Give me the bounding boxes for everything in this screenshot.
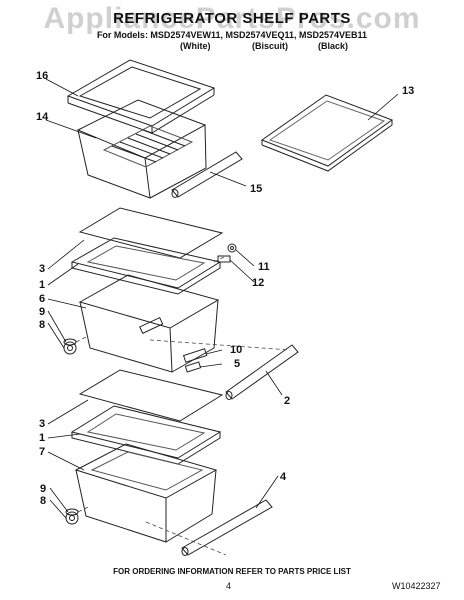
callout-6: 6 [39,293,45,305]
leader-lines [45,78,399,519]
callout-5: 5 [234,358,240,370]
page-number: 4 [226,581,232,591]
crisper-drawer-14 [76,99,207,199]
slide-10 [182,348,208,363]
callout-15: 15 [250,183,262,195]
callout-7: 7 [39,446,45,458]
bushing-8-lower [65,511,79,525]
page-title: REFRIGERATOR SHELF PARTS [113,10,351,27]
watermark: AppliancePartsPros.com [43,2,421,35]
shelf-frame-16 [66,59,216,134]
callout-11: 11 [258,261,270,273]
document-number: W10422327 [392,581,441,591]
callout-3-upper: 3 [39,263,45,275]
color-black: (Black) [318,41,349,51]
rail-4 [181,499,273,556]
cover-frame-1-lower [70,405,222,465]
callout-2: 2 [284,395,290,407]
model-list: For Models: MSD2574VEW11, MSD2574VEQ11, … [96,30,368,40]
callout-1-lower: 1 [39,432,45,444]
callout-12: 12 [252,277,264,289]
callout-13: 13 [402,85,414,97]
cover-frame-1-upper [70,237,222,295]
callout-14: 14 [36,111,49,123]
callout-9-upper: 9 [39,306,45,318]
callout-9-lower: 9 [40,483,46,495]
washer-12 [217,255,231,263]
drawer-6 [78,274,220,373]
callout-4: 4 [280,471,287,483]
callout-8-lower: 8 [40,495,46,507]
glass-shelf-13 [260,94,394,172]
color-white: (White) [180,41,211,51]
callout-3-lower: 3 [39,418,45,430]
assembly-lines [75,255,291,556]
color-biscuit: (Biscuit) [252,41,288,51]
callout-16: 16 [36,70,48,82]
callout-1-upper: 1 [39,279,45,291]
drawer-7 [74,443,218,543]
rail-2 [225,344,299,400]
glass-insert-3-upper [78,207,224,259]
callout-10: 10 [230,344,242,356]
ordering-note: FOR ORDERING INFORMATION REFER TO PARTS … [113,567,351,576]
bushing-8-upper [63,341,77,355]
glass-insert-3-lower [78,369,224,422]
rail-15 [171,151,243,198]
callout-8-upper: 8 [39,319,45,331]
clip-5 [184,361,202,373]
screw-11 [227,243,237,253]
